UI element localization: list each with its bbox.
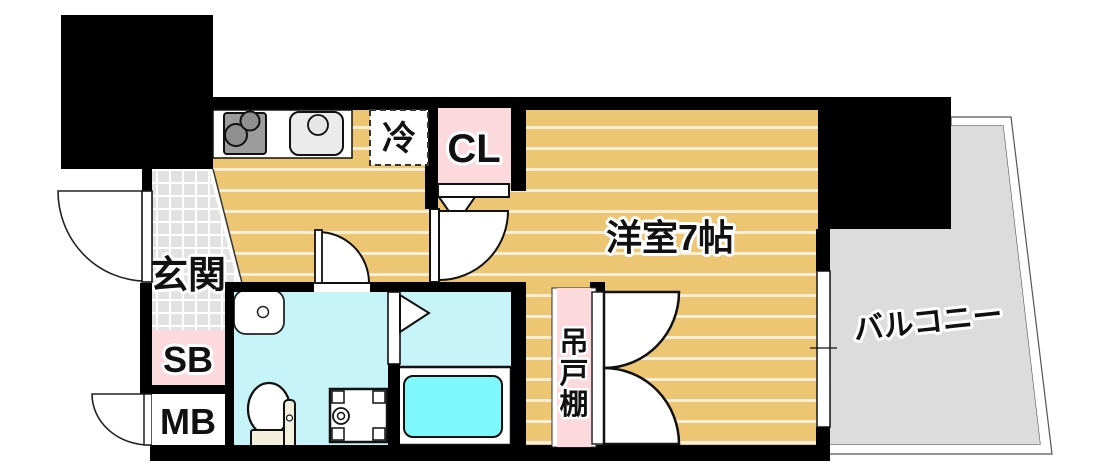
washroom-door-opening: [314, 282, 370, 292]
wall-left-upper: [142, 169, 152, 192]
toilet-icon: [246, 381, 296, 449]
entry-door-leaf: [141, 190, 153, 283]
hanging-cupboard-char-3: 棚: [559, 388, 588, 421]
closet-floor: [438, 108, 511, 184]
entrance-tile-floor: [152, 169, 240, 330]
meter-box-body: [152, 394, 225, 445]
kitchen: 冷: [212, 109, 429, 166]
refrigerator-space: 冷: [369, 109, 429, 166]
washroom-door-swing: [317, 230, 371, 284]
meter-box-door-leaf: [143, 393, 153, 446]
refrigerator-label: 冷: [382, 120, 416, 158]
room-door-leaf: [429, 208, 440, 283]
double-door-frame: [591, 291, 605, 445]
wall-washroom-left: [225, 282, 234, 452]
shoe-box-body: [152, 330, 225, 385]
wall-bottom: [150, 445, 828, 461]
hanging-cupboard-char-1: 吊: [559, 327, 588, 359]
washroom-door-leaf: [314, 229, 323, 284]
double-door-bottom-leaf: [602, 366, 681, 446]
wall-right-above-window: [816, 229, 830, 271]
balcony-window: [810, 270, 837, 428]
meter-box-label: MB: [160, 401, 216, 442]
doors: [57, 190, 510, 446]
balcony-floor: [830, 126, 1040, 444]
closet: CL: [437, 108, 511, 225]
wall-washroom-top-right: [369, 282, 526, 292]
wall-right-below-window: [816, 427, 830, 461]
entrance: 玄関: [147, 168, 243, 330]
closet-label: CL: [447, 127, 500, 171]
refrigerator-dashed-box: [369, 109, 429, 166]
wall-left-mid: [140, 283, 152, 394]
wall-bath-right: [511, 282, 526, 452]
wall-washroom-top-left: [225, 282, 315, 292]
hanging-cupboard: 吊 戸 棚: [551, 287, 681, 448]
walls: [61, 15, 951, 461]
stove-icon: [223, 110, 267, 155]
hanging-cupboard-char-2: 戸: [559, 358, 588, 390]
bath-door-swing-triangle: [399, 293, 431, 334]
entry-door-swing: [57, 190, 147, 282]
shoe-box-label: SB: [163, 339, 213, 380]
shoe-box: SB: [152, 330, 225, 385]
window-sash: [816, 270, 831, 428]
closet-door-bar: [437, 183, 510, 198]
room-door-swing: [438, 210, 510, 282]
western-room-label: 洋室7帖: [606, 217, 734, 258]
wall-cupboard-stub: [590, 282, 605, 293]
wall-sb-mb: [152, 385, 225, 394]
hanging-cupboard-body: [557, 288, 591, 447]
entrance-step-edge-line: [212, 168, 243, 284]
washing-machine-pan-icon: [328, 387, 389, 444]
entrance-step-edge: [208, 168, 243, 284]
bath-door-leaf: [387, 291, 401, 365]
washroom-sink-icon: [233, 289, 285, 335]
entrance-label: 玄関: [150, 255, 226, 297]
wall-block-top-left: [61, 15, 213, 169]
bathtub-icon: [394, 365, 513, 447]
bathroom: [394, 292, 513, 447]
washroom: [233, 289, 389, 449]
wall-block-top-right: [818, 97, 951, 229]
meter-box: MB: [152, 394, 225, 445]
wall-closet-right: [511, 97, 526, 191]
meter-box-door-swing: [91, 393, 150, 446]
kitchen-sink-icon: [289, 111, 344, 156]
double-door-top-leaf: [602, 290, 681, 370]
balcony: バルコニー: [827, 116, 1053, 455]
wall-bath-partition: [388, 364, 400, 452]
